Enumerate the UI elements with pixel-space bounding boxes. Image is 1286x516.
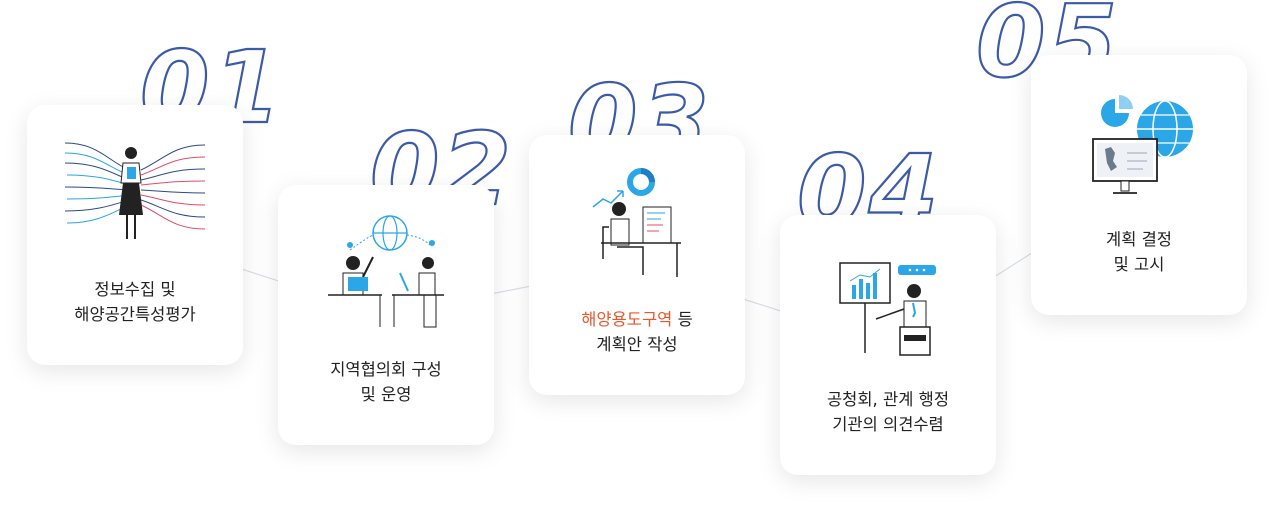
step-card-01: 정보수집 및 해양공간특성평가 bbox=[27, 105, 243, 365]
step-title-line: 지역협의회 구성 bbox=[330, 360, 442, 379]
plan-drafting-illustration-icon bbox=[592, 168, 681, 277]
step-title-line: 및 운영 bbox=[360, 385, 412, 404]
step-caption-05: 계획 결정 및 고시 bbox=[1031, 227, 1247, 277]
public-hearing-illustration-icon bbox=[839, 262, 936, 356]
step-caption-02: 지역협의회 구성 및 운영 bbox=[278, 357, 494, 407]
step-caption-04: 공청회, 관계 행정 기관의 의견수렴 bbox=[780, 387, 996, 437]
step-title-line: 및 고시 bbox=[1113, 255, 1165, 274]
step-caption-03: 해양용도구역 등 계획안 작성 bbox=[529, 307, 745, 357]
step-title-line: 계획 결정 bbox=[1106, 230, 1172, 249]
step-caption-01: 정보수집 및 해양공간특성평가 bbox=[27, 277, 243, 327]
step-card-03: 해양용도구역 등 계획안 작성 bbox=[529, 135, 745, 395]
step-title-line: 해양공간특성평가 bbox=[74, 305, 196, 324]
decision-announcement-illustration-icon bbox=[1092, 95, 1193, 194]
step-title-line: 공청회, 관계 행정 bbox=[827, 390, 949, 409]
step-title-line: 계획안 작성 bbox=[596, 335, 678, 354]
data-analyst-illustration-icon bbox=[64, 142, 206, 239]
step-title-suffix: 등 bbox=[672, 310, 693, 329]
step-card-02: 지역협의회 구성 및 운영 bbox=[278, 185, 494, 445]
council-meeting-illustration-icon bbox=[328, 215, 444, 328]
step-title-line: 정보수집 및 bbox=[94, 280, 176, 299]
highlighted-term: 해양용도구역 bbox=[581, 310, 673, 329]
step-card-05: 계획 결정 및 고시 bbox=[1031, 55, 1247, 315]
step-title-line: 기관의 의견수렴 bbox=[832, 415, 944, 434]
step-card-04: 공청회, 관계 행정 기관의 의견수렴 bbox=[780, 215, 996, 475]
step-title-line: 해양용도구역 등 bbox=[529, 307, 745, 332]
